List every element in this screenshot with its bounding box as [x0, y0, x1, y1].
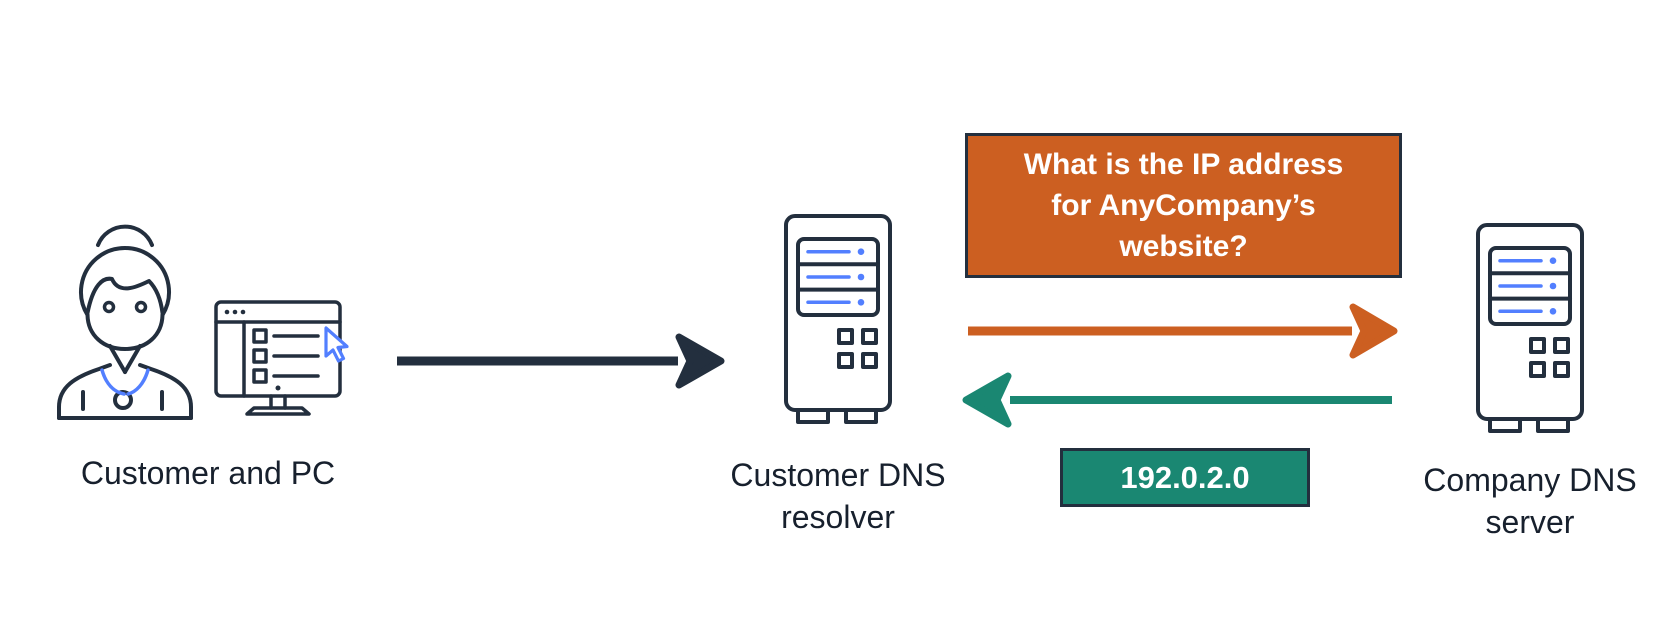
cursor-icon [324, 326, 349, 363]
response-ip-box: 192.0.2.0 [1060, 448, 1310, 507]
arrow-query-right [968, 303, 1398, 359]
query-message-box: What is the IP address for AnyCompany’s … [965, 133, 1402, 278]
company-label-line1: Company DNS [1423, 462, 1637, 498]
arrow-response-left [962, 372, 1392, 428]
resolver-label: Customer DNS resolver [730, 454, 945, 538]
query-text-line3: website? [1119, 230, 1248, 263]
company-server-icon [1476, 223, 1584, 433]
resolver-server-icon [784, 214, 892, 424]
collar-accent [100, 368, 150, 396]
query-text-line2: for AnyCompany’s [1051, 189, 1316, 222]
resolver-label-line2: resolver [781, 499, 895, 536]
person-icon [57, 224, 193, 420]
customer-pc-label: Customer and PC [80, 455, 336, 491]
response-ip-value: 192.0.2.0 [1120, 459, 1250, 495]
query-text-line1: What is the IP address [1023, 148, 1344, 181]
arrow-customer-to-resolver [397, 333, 725, 389]
company-label: Company DNS server [1423, 459, 1636, 543]
pc-monitor-icon [214, 300, 349, 416]
company-label-line2: server [1485, 504, 1575, 541]
resolver-label-line1: Customer DNS [730, 457, 946, 493]
